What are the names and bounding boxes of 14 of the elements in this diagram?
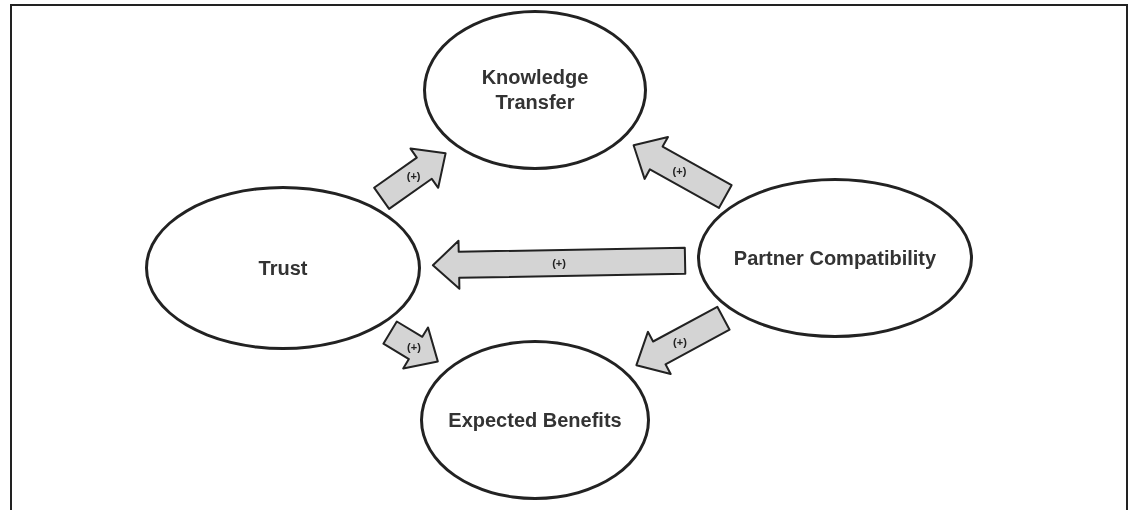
edge-label: (+) [552, 257, 566, 269]
block-arrow [632, 136, 733, 209]
concept-label: Knowledge Transfer [480, 65, 590, 115]
block-arrow [373, 147, 447, 210]
block-arrow [382, 320, 439, 370]
edge-label: (+) [406, 170, 421, 182]
concept-label: Expected Benefits [447, 407, 623, 433]
edge-label: (+) [672, 165, 687, 177]
concept-label: Trust [257, 255, 309, 281]
edge-label: (+) [407, 341, 421, 353]
block-arrow [635, 305, 731, 375]
block-arrow [431, 239, 687, 290]
concept-label: Partner Compatibility [732, 245, 938, 271]
edge-label: (+) [673, 336, 687, 348]
